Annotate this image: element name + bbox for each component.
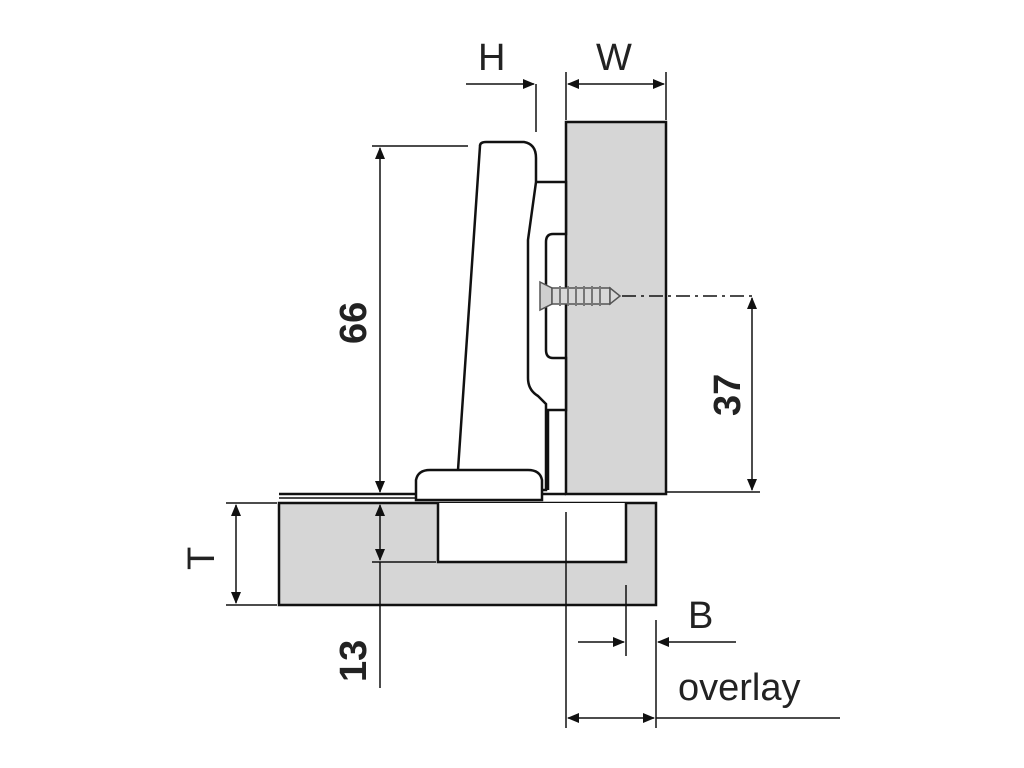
label-overlay: overlay (678, 667, 801, 709)
label-w: W (596, 37, 632, 79)
cabinet-side-panel (564, 120, 668, 496)
label-37: 37 (707, 374, 749, 416)
hinge-cup-pocket (436, 503, 628, 564)
mounting-plate (536, 180, 568, 490)
label-13: 13 (333, 640, 375, 682)
label-66: 66 (333, 302, 375, 344)
screw (539, 280, 622, 312)
hinge-cup (414, 468, 544, 502)
label-b: B (688, 595, 713, 637)
label-h: H (478, 37, 505, 79)
hinge-arm (456, 140, 548, 492)
label-t: T (181, 547, 223, 570)
